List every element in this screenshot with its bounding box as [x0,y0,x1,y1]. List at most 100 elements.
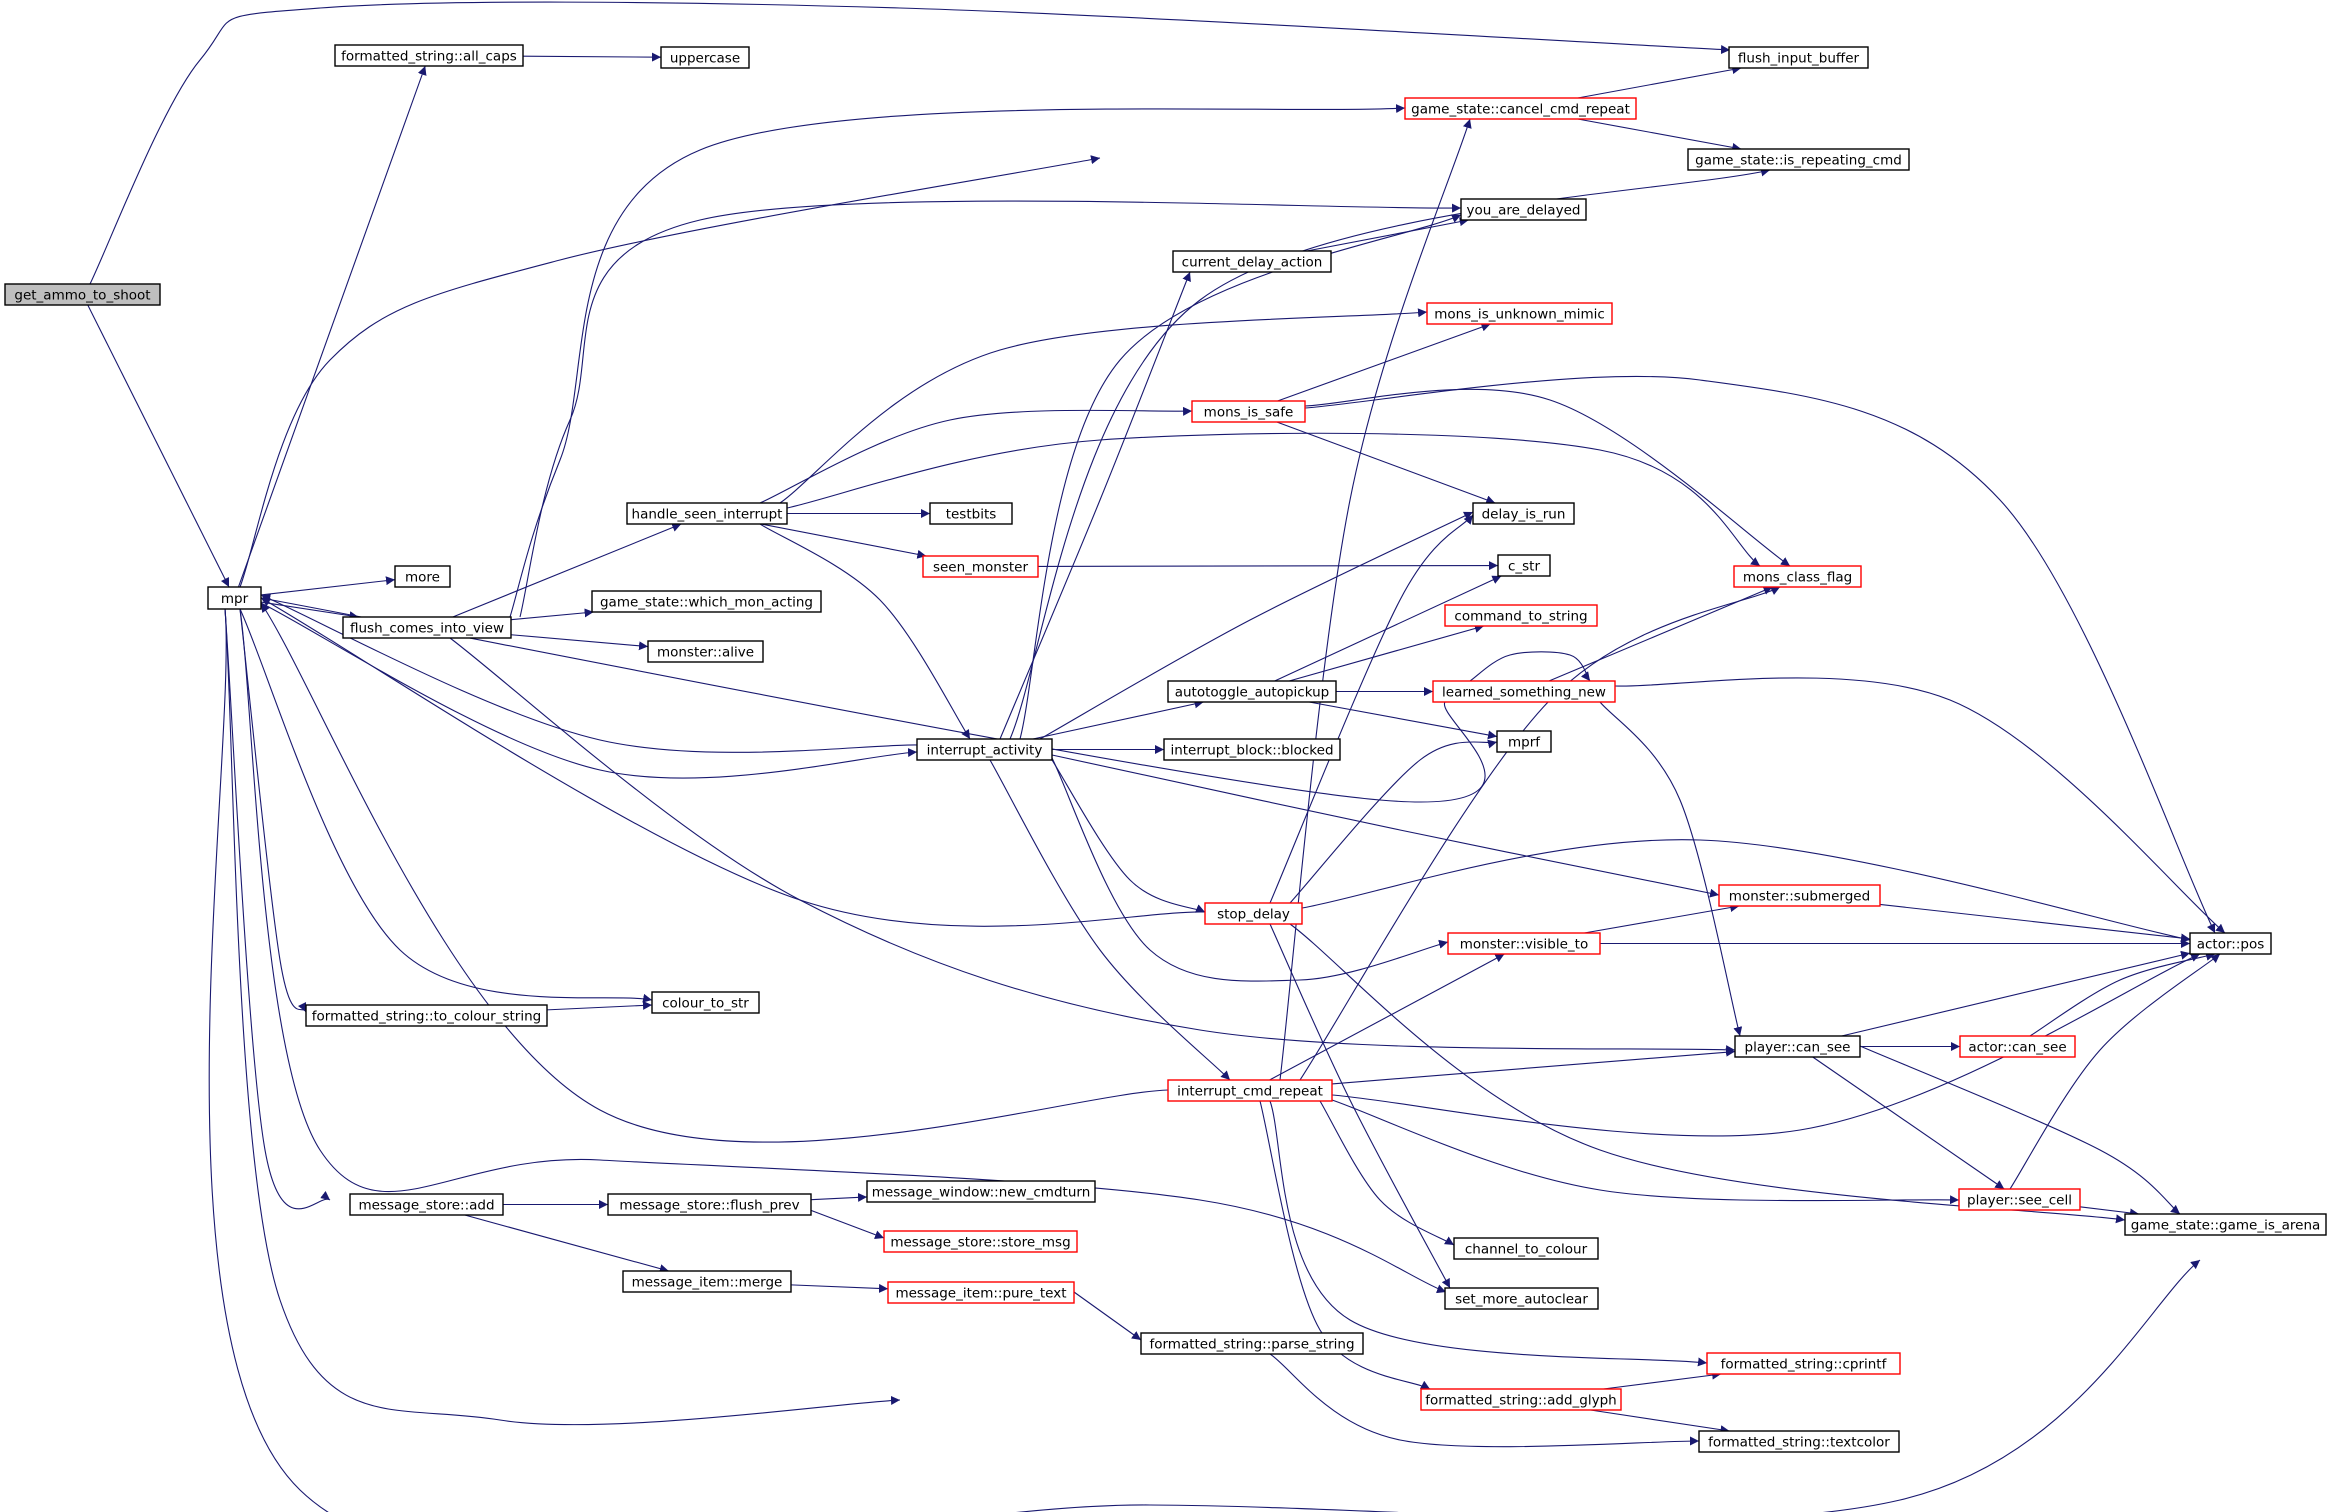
node-label: actor::can_see [1968,1040,2066,1056]
node-label: interrupt_block::blocked [1170,743,1333,759]
node-actor_can_see[interactable]: actor::can_see [1959,1035,2076,1058]
node-fs_all_caps[interactable]: formatted_string::all_caps [334,44,524,67]
node-autotoggle_autopickup[interactable]: autotoggle_autopickup [1167,680,1337,703]
edge-current_delay_action-to-you_are_delayed [1306,217,1469,252]
node-message_store_flush_prev[interactable]: message_store::flush_prev [607,1193,812,1216]
node-label: formatted_string::all_caps [341,49,517,65]
edge-mpr-to-gs_is_repeating_cmd [239,155,1101,588]
node-message_store_add[interactable]: message_store::add [349,1193,504,1216]
node-label: learned_something_new [1442,685,1606,701]
edge-message_store_add-to-message_item_merge [464,1214,669,1273]
node-monster_alive[interactable]: monster::alive [647,640,764,663]
node-mpr[interactable]: mpr [207,586,262,610]
edge-interrupt_cmd_repeat-to-fs_cprintf [1269,1100,1708,1367]
edge-handle_seen_interrupt-to-seen_monster [761,523,927,559]
edge-interrupt_cmd_repeat-to-mpr [260,602,1169,1143]
edge-mpr-to-interrupt_activity [260,602,918,779]
edge-player_see_cell-to-gs_game_is_arena [2079,1206,2140,1218]
node-you_are_delayed[interactable]: you_are_delayed [1460,198,1587,221]
node-box [1204,902,1303,925]
node-fs_parse_string[interactable]: formatted_string::parse_string [1140,1332,1364,1355]
edge-gs_cancel_cmd_repeat-to-flush_input_buffer [1577,65,1742,99]
node-box [1140,1332,1364,1355]
node-handle_seen_interrupt[interactable]: handle_seen_interrupt [626,502,788,525]
node-mons_class_flag[interactable]: mons_class_flag [1733,565,1862,588]
node-mprf[interactable]: mprf [1496,730,1552,753]
node-label: monster::alive [657,645,754,661]
node-channel_to_colour[interactable]: channel_to_colour [1453,1237,1599,1260]
node-box [342,616,512,639]
node-mons_is_safe[interactable]: mons_is_safe [1191,400,1306,423]
node-label: flush_comes_into_view [350,621,504,637]
node-command_to_string[interactable]: command_to_string [1444,604,1598,627]
node-fs_cprintf[interactable]: formatted_string::cprintf [1706,1352,1901,1375]
node-message_store_store_msg[interactable]: message_store::store_msg [883,1230,1078,1253]
edge-learned_something_new-to-actor_pos [1614,677,2226,934]
edge-message_store_flush_prev-to-message_window_new_cmdturn [810,1192,868,1202]
node-label: interrupt_activity [927,743,1043,759]
node-interrupt_activity[interactable]: interrupt_activity [916,738,1053,761]
node-fs_textcolor[interactable]: formatted_string::textcolor [1698,1430,1900,1453]
node-player_can_see[interactable]: player::can_see [1734,1035,1861,1058]
node-testbits[interactable]: testbits [929,502,1013,525]
node-current_delay_action[interactable]: current_delay_action [1172,250,1332,273]
node-seen_monster[interactable]: seen_monster [922,555,1039,578]
edge-interrupt_cmd_repeat-to-channel_to_colour [1319,1100,1455,1246]
edge-interrupt_cmd_repeat-to-player_see_cell [1331,1099,1960,1205]
node-label: formatted_string::add_glyph [1425,1393,1616,1409]
node-monster_visible_to[interactable]: monster::visible_to [1447,932,1601,955]
node-box [607,1193,812,1216]
node-gs_is_repeating_cmd[interactable]: game_state::is_repeating_cmd [1687,148,1910,171]
node-label: game_state::is_repeating_cmd [1695,153,1902,169]
node-actor_pos[interactable]: actor::pos [2189,932,2272,955]
node-gs_game_is_arena[interactable]: game_state::game_is_arena [2124,1213,2327,1236]
node-learned_something_new[interactable]: learned_something_new [1432,680,1616,703]
node-gs_cancel_cmd_repeat[interactable]: game_state::cancel_cmd_repeat [1404,97,1637,120]
node-stop_delay[interactable]: stop_delay [1204,902,1303,925]
edge-mpr-to-more [260,576,396,596]
node-more[interactable]: more [394,565,451,588]
node-colour_to_str[interactable]: colour_to_str [651,991,760,1014]
node-mons_is_unknown_mimic[interactable]: mons_is_unknown_mimic [1426,302,1613,325]
node-box [1958,1188,2081,1211]
node-fs_add_glyph[interactable]: formatted_string::add_glyph [1420,1388,1622,1411]
node-set_more_autoclear[interactable]: set_more_autoclear [1444,1287,1599,1310]
node-delay_is_run[interactable]: delay_is_run [1472,502,1575,525]
node-interrupt_cmd_repeat[interactable]: interrupt_cmd_repeat [1167,1079,1333,1102]
edge-player_can_see-to-actor_pos [1841,950,2191,1037]
node-label: message_store::store_msg [890,1235,1070,1251]
node-interrupt_block_blocked[interactable]: interrupt_block::blocked [1163,738,1341,761]
node-box [883,1230,1078,1253]
edge-learned_something_new-to-player_can_see [1599,701,1743,1037]
node-box [2189,932,2272,955]
node-box [626,502,788,525]
edge-get_ammo_to_shoot-to-flush_input_buffer [89,1,1731,285]
node-get_ammo_to_shoot[interactable]: get_ammo_to_shoot [4,283,161,306]
node-player_see_cell[interactable]: player::see_cell [1958,1188,2081,1211]
edge-monster_submerged-to-actor_pos [1879,903,2191,943]
node-message_item_merge[interactable]: message_item::merge [622,1270,792,1293]
edge-mpr-to-flush_comes_into_view [260,601,359,621]
node-label: message_window::new_cmdturn [872,1185,1091,1201]
edge-mpr-to-fs_parse_string [224,608,901,1426]
node-label: formatted_string::to_colour_string [312,1009,541,1025]
node-label: delay_is_run [1482,507,1566,523]
node-c_str[interactable]: c_str [1497,554,1551,577]
edge-fs_add_glyph-to-fs_textcolor [1590,1409,1730,1435]
node-box [1447,932,1601,955]
node-label: channel_to_colour [1465,1242,1588,1258]
node-fs_to_colour_string[interactable]: formatted_string::to_colour_string [305,1004,548,1027]
node-message_item_pure_text[interactable]: message_item::pure_text [887,1281,1075,1304]
node-message_window_new_cmdturn[interactable]: message_window::new_cmdturn [866,1180,1096,1203]
node-monster_submerged[interactable]: monster::submerged [1718,884,1881,907]
node-box [349,1193,504,1216]
node-gs_which_mon_acting[interactable]: game_state::which_mon_acting [591,590,822,613]
node-label: game_state::which_mon_acting [600,595,813,611]
node-label: message_store::add [358,1198,494,1214]
node-uppercase[interactable]: uppercase [660,46,750,69]
node-flush_input_buffer[interactable]: flush_input_buffer [1728,46,1869,69]
node-box [394,565,451,588]
node-box [1959,1035,2076,1058]
node-flush_comes_into_view[interactable]: flush_comes_into_view [342,616,512,639]
node-label: mons_is_unknown_mimic [1434,307,1605,323]
